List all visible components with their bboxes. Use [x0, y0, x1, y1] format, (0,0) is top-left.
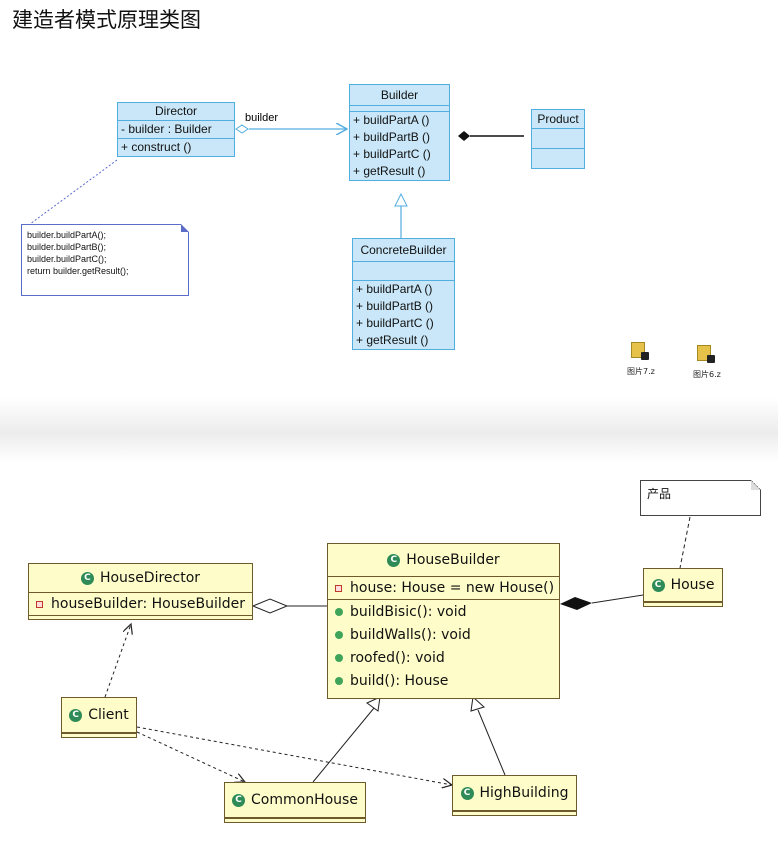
public-method-icon — [335, 654, 343, 662]
attribute-row: house: House = new House() — [328, 577, 559, 599]
operation: roofed(): void — [350, 650, 445, 666]
class-header: C CommonHouse — [225, 783, 365, 818]
note-house-link — [679, 516, 691, 569]
class-client: C Client — [61, 697, 137, 738]
class-header: C HouseBuilder — [328, 544, 559, 577]
private-field-icon — [335, 584, 342, 592]
association-label: builder — [245, 112, 279, 124]
operation: + buildPartA () — [356, 282, 433, 296]
housebuilder-house-comp — [591, 594, 644, 604]
class-house-builder: C HouseBuilder house: House = new House()… — [327, 543, 560, 699]
operation: + buildPartC () — [353, 147, 431, 161]
public-method-icon — [335, 631, 343, 639]
operation: + getResult () — [353, 164, 426, 178]
public-method-icon — [335, 608, 343, 616]
class-house: C House — [643, 568, 723, 607]
class-icon: C — [69, 708, 83, 722]
composition-diamond — [458, 131, 470, 141]
class-name: Director — [118, 103, 234, 121]
note-product: 产品 — [640, 480, 761, 516]
composition-diamond-bottom — [560, 597, 592, 610]
class-icon: C — [651, 578, 665, 592]
operation: + construct () — [121, 140, 192, 154]
note-line: return builder.getResult(); — [27, 266, 129, 276]
operation: + buildPartB () — [353, 130, 431, 144]
private-field-icon — [36, 600, 43, 608]
class-name: House — [670, 577, 715, 593]
class-header: C Client — [62, 698, 136, 733]
class-name: HouseDirector — [99, 570, 201, 586]
class-name: Client — [88, 707, 129, 723]
class-concrete-builder: ConcreteBuilder + buildPartA () + buildP… — [352, 238, 455, 350]
section-divider — [0, 398, 778, 462]
note-line: builder.buildPartB(); — [27, 242, 107, 252]
client-commonhouse-dep — [136, 731, 245, 782]
operation: buildWalls(): void — [350, 627, 471, 643]
note-link — [29, 159, 118, 225]
operation: + buildPartA () — [353, 113, 430, 127]
attribute: houseBuilder: HouseBuilder — [51, 596, 246, 612]
highbuilding-generalization — [477, 709, 506, 776]
class-icon: C — [460, 786, 474, 800]
operation: build(): House — [350, 673, 449, 689]
operation: + buildPartC () — [356, 316, 434, 330]
class-header: C HighBuilding — [453, 776, 576, 811]
attribute: - builder : Builder — [121, 122, 212, 136]
operation-row: buildBisic(): void — [328, 601, 559, 624]
class-director: Director - builder : Builder + construct… — [117, 102, 235, 157]
class-name: HouseBuilder — [406, 552, 500, 568]
operation: + getResult () — [356, 333, 429, 347]
attribute: house: House = new House() — [350, 580, 555, 596]
commonhouse-generalization — [312, 707, 375, 783]
public-method-icon — [335, 677, 343, 685]
operation-row: buildWalls(): void — [328, 624, 559, 647]
generalization-triangle-common — [366, 696, 381, 712]
generalization-triangle — [394, 192, 408, 207]
client-housedirector-dep — [104, 624, 131, 698]
class-name: Builder — [350, 85, 449, 106]
class-name: CommonHouse — [251, 792, 358, 808]
generalization-triangle-high — [470, 695, 485, 712]
file-label[interactable]: 图片6.z — [693, 370, 721, 379]
page-title: 建造者模式原理类图 — [12, 8, 201, 32]
note-line: builder.buildPartC(); — [27, 254, 107, 264]
class-builder: Builder + buildPartA () + buildPartB () … — [349, 84, 450, 181]
file-icon[interactable] — [697, 345, 715, 363]
class-product: Product — [531, 109, 585, 169]
class-common-house: C CommonHouse — [224, 782, 366, 823]
client-highbuilding-dep — [136, 726, 452, 785]
class-high-building: C HighBuilding — [452, 775, 577, 816]
class-header: C House — [644, 569, 722, 602]
operation-row: build(): House — [328, 670, 559, 693]
note-construct: builder.buildPartA(); builder.buildPartB… — [21, 224, 189, 296]
file-label[interactable]: 图片7.z — [627, 367, 655, 376]
operation: buildBisic(): void — [350, 604, 467, 620]
class-name: Product — [532, 110, 584, 129]
operation: + buildPartB () — [356, 299, 434, 313]
operation-row: roofed(): void — [328, 647, 559, 670]
class-icon: C — [232, 793, 246, 807]
file-icon[interactable] — [631, 342, 649, 360]
aggregation-diamond-bottom — [251, 598, 289, 614]
class-name: ConcreteBuilder — [353, 239, 454, 262]
attribute-row: houseBuilder: HouseBuilder — [29, 593, 252, 615]
class-icon: C — [387, 553, 401, 567]
aggregation-diamond — [235, 124, 249, 134]
class-header: C HouseDirector — [29, 564, 252, 593]
class-house-director: C HouseDirector houseBuilder: HouseBuilde… — [28, 563, 253, 620]
note-line: builder.buildPartA(); — [27, 230, 107, 240]
class-icon: C — [80, 571, 94, 585]
class-name: HighBuilding — [479, 785, 569, 801]
